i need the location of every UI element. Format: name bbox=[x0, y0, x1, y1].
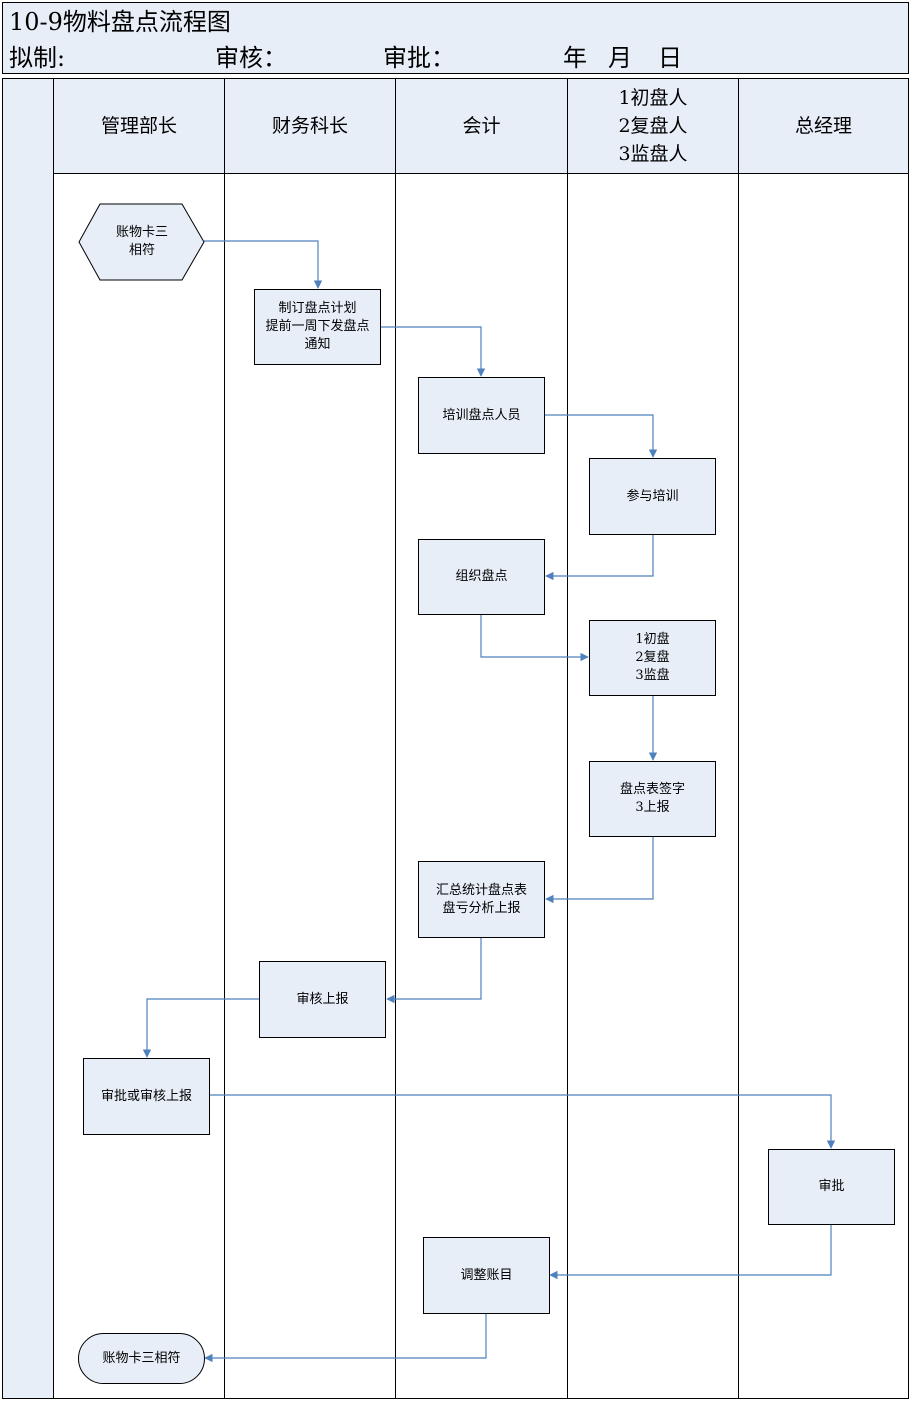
connector-sign-to-summary bbox=[545, 837, 654, 904]
date-day-label: 日 bbox=[658, 44, 682, 72]
approver-label: 审批： bbox=[383, 44, 455, 72]
connector-attend-to-organize bbox=[545, 534, 654, 581]
connector-approve-or-review-to-approve bbox=[209, 1094, 836, 1149]
lane-header-accountant: 会计 bbox=[395, 78, 568, 174]
lane-header-general-manager: 总经理 bbox=[738, 78, 909, 174]
page-title: 10-9物料盘点流程图 bbox=[9, 8, 231, 36]
node-attend-training: 参与培训 bbox=[589, 458, 716, 535]
connector-train-to-attend bbox=[544, 414, 658, 458]
lane-body-management-head bbox=[53, 173, 225, 1399]
end-node: 账物卡三相符 bbox=[78, 1333, 205, 1384]
node-organize-count: 组织盘点 bbox=[418, 539, 545, 615]
node-approve: 审批 bbox=[768, 1149, 895, 1225]
lane-header-finance-head: 财务科长 bbox=[224, 78, 396, 174]
connector-summary-to-review bbox=[386, 937, 482, 1004]
lane-header-counters: 1初盘人 2复盘人 3监盘人 bbox=[567, 78, 739, 174]
node-review-and-report: 审核上报 bbox=[259, 961, 386, 1038]
node-make-count-plan: 制订盘点计划 提前一周下发盘点 通知 bbox=[254, 289, 381, 365]
connector-plan-to-train bbox=[381, 326, 486, 377]
connector-organize-to-count bbox=[480, 614, 589, 662]
node-sign-count-sheet: 盘点表签字 3上报 bbox=[589, 761, 716, 837]
connector-start-to-plan bbox=[204, 240, 323, 289]
node-adjust-accounts: 调整账目 bbox=[423, 1237, 550, 1314]
connector-approve-to-adjust bbox=[549, 1224, 832, 1280]
date-month-label: 月 bbox=[608, 44, 632, 72]
reviewer-label: 审核： bbox=[215, 44, 287, 72]
date-year-label: 年 bbox=[563, 44, 587, 72]
start-node: 账物卡三 相符 bbox=[115, 225, 168, 258]
node-summarize-and-analyze: 汇总统计盘点表 盘亏分析上报 bbox=[418, 861, 545, 938]
node-count-steps: 1初盘 2复盘 3监盘 bbox=[589, 620, 716, 696]
drafter-label: 拟制: bbox=[9, 44, 66, 72]
start-node-shape bbox=[78, 203, 205, 281]
connector-review-to-approve-or-review bbox=[142, 998, 259, 1058]
connector-adjust-to-end bbox=[204, 1312, 487, 1363]
node-train-counters: 培训盘点人员 bbox=[418, 377, 545, 454]
lane-body-finance-head bbox=[224, 173, 396, 1399]
node-approve-or-review-report: 审批或审核上报 bbox=[83, 1058, 210, 1135]
chart-header: 10-9物料盘点流程图 拟制: 审核： 审批： 年 月 日 bbox=[2, 2, 909, 74]
